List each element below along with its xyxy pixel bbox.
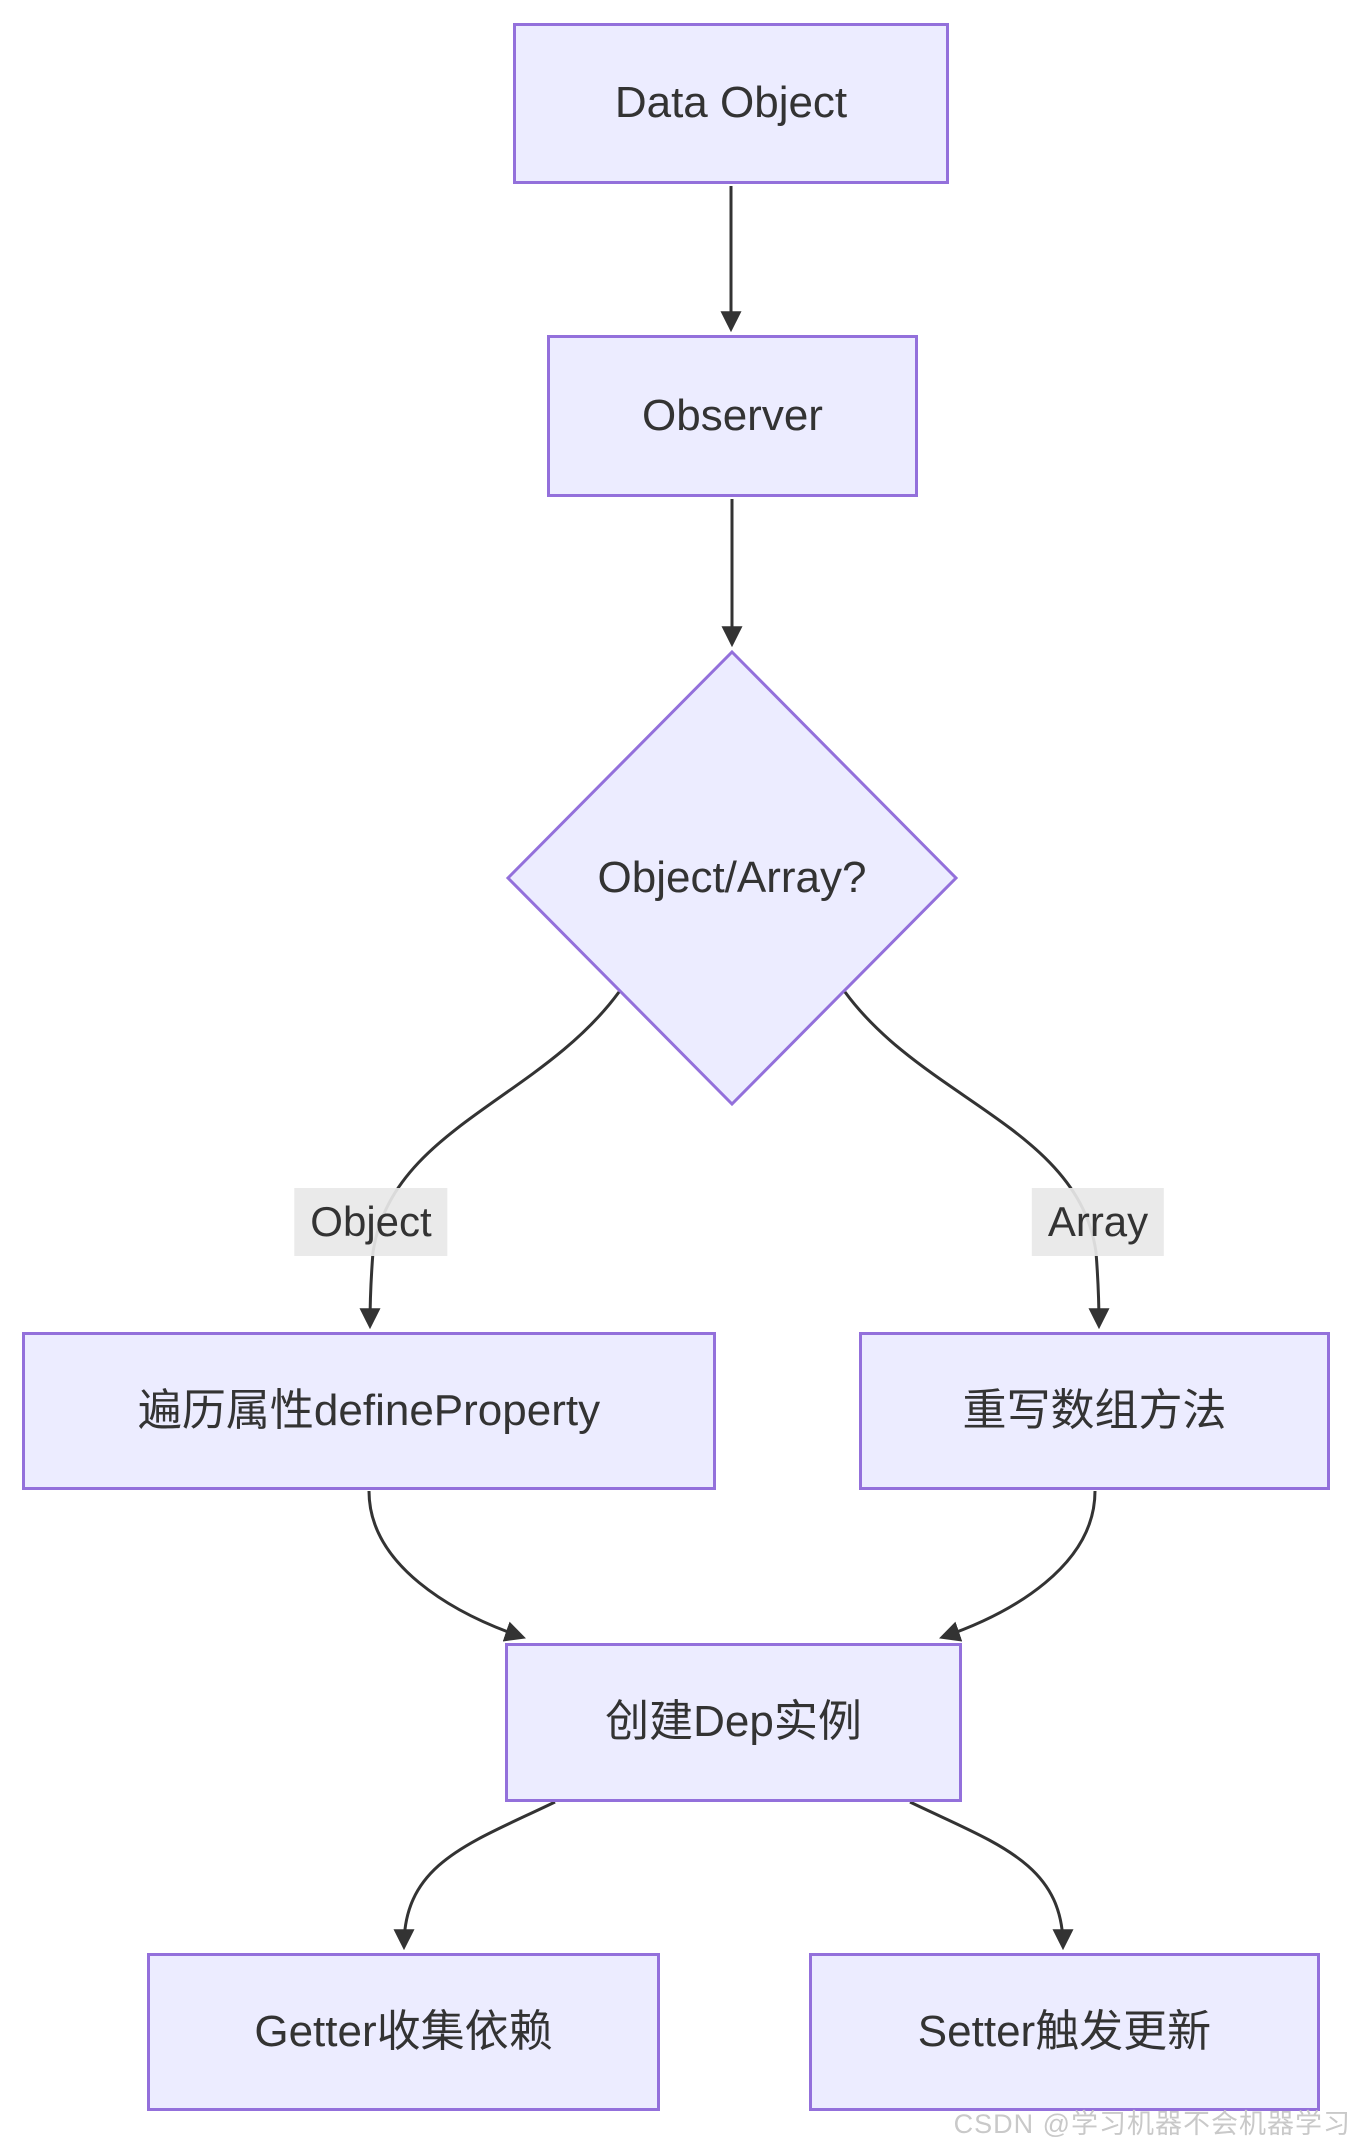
edge-dep-to-getter (393, 1800, 556, 1951)
edge-label-array: Array (1031, 1188, 1165, 1256)
edge-label-object: Object (294, 1188, 448, 1256)
node-getter: Getter收集依赖 (147, 1953, 660, 2111)
node-setter: Setter触发更新 (809, 1953, 1320, 2111)
edge-decision-to-arraymethods (843, 991, 1110, 1330)
edge-decision-to-defineproperty (359, 991, 621, 1330)
edge-dep-to-setter (909, 1800, 1074, 1951)
node-data-object: Data Object (513, 23, 949, 184)
node-observer: Observer (547, 335, 918, 497)
watermark: CSDN @学习机器不会机器学习 (953, 2109, 1351, 2139)
edge-arraymethods-to-dep (939, 1490, 1097, 1642)
node-dep: 创建Dep实例 (505, 1643, 962, 1802)
node-define-property: 遍历属性defineProperty (22, 1332, 716, 1490)
node-decision-label: Object/Array? (597, 853, 867, 902)
node-array-methods: 重写数组方法 (859, 1332, 1330, 1490)
edge-defineproperty-to-dep (367, 1490, 526, 1642)
decision-diamond-shape (505, 649, 959, 1107)
